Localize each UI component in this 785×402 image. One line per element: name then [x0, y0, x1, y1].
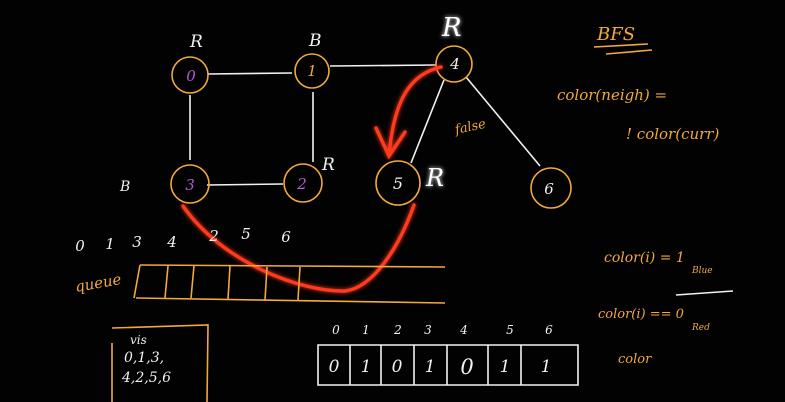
color-zero-overline	[675, 290, 734, 296]
visited-label: vis	[130, 333, 147, 347]
color-one-note: color(i) = 1	[604, 250, 685, 266]
tag-node-0: R	[189, 32, 203, 52]
edge-3-2	[206, 183, 284, 186]
node-0	[171, 56, 209, 94]
color-value: 0	[329, 357, 340, 377]
title-underline	[593, 43, 653, 55]
color-array-box	[317, 344, 579, 386]
color-value: 0	[392, 357, 403, 377]
color-index: 6	[545, 323, 553, 337]
node-6	[530, 167, 572, 209]
color-value: 0	[460, 355, 473, 379]
queue-order-item: 4	[166, 233, 177, 251]
color-index: 5	[506, 323, 514, 337]
color-value: 1	[500, 357, 511, 377]
color-zero-note: color(i) == 0	[598, 307, 684, 322]
tag-node-1: B	[308, 31, 322, 51]
color-index: 0	[332, 323, 340, 337]
rule-line-1: color(neigh) =	[557, 86, 667, 104]
color-label: color	[618, 352, 652, 367]
color-index: 3	[424, 323, 432, 337]
tag-node-3: B	[119, 179, 130, 195]
curve-3-to-5	[181, 203, 416, 293]
visited-line-1: 0,1,3,	[124, 350, 164, 366]
node-1-label: 1	[307, 62, 317, 80]
color-array-indices: 0 1 2 3 4 5 6	[332, 323, 553, 337]
edge-4-5	[410, 79, 445, 164]
edge-1-4	[329, 64, 437, 67]
graph-nodes	[170, 45, 572, 209]
node-1	[294, 53, 330, 89]
node-5-label: 5	[393, 174, 403, 193]
color-index: 4	[459, 323, 468, 337]
color-one-sub: Blue	[691, 266, 713, 276]
color-value: 1	[541, 357, 552, 377]
color-index: 1	[362, 323, 370, 337]
visited-line-2: 4,2,5,6	[121, 370, 171, 386]
visited-box	[111, 324, 209, 402]
color-value: 1	[361, 357, 372, 377]
queue-box	[133, 264, 446, 304]
arrow-head-icon	[374, 126, 407, 160]
queue-order-item: 6	[281, 228, 291, 246]
node-4-label: 4	[449, 55, 460, 73]
color-index: 2	[393, 323, 402, 337]
rule-line-2: ! color(curr)	[626, 125, 719, 143]
queue-label: queue	[74, 270, 123, 296]
node-2-label: 2	[296, 175, 307, 193]
color-array-values: 0 1 0 1 0 1 1	[329, 355, 552, 379]
queue-order-item: 3	[132, 233, 142, 251]
color-zero-sub: Red	[691, 323, 710, 333]
highlight-strokes	[181, 65, 443, 293]
node-2	[283, 163, 323, 203]
queue-order-item: 5	[241, 225, 251, 243]
node-0-label: 0	[186, 67, 196, 85]
false-annotation: false	[453, 117, 488, 138]
queue-order-item: 0	[75, 237, 85, 255]
queue-order-item: 2	[208, 227, 219, 245]
tag-node-5: R	[425, 164, 444, 192]
node-5	[375, 160, 421, 206]
tag-node-4: R	[441, 13, 462, 43]
node-4	[435, 45, 473, 83]
queue-order: 0 1 3 4 2 5 6	[75, 225, 291, 255]
tag-node-2: R	[321, 155, 335, 175]
node-6-label: 6	[544, 180, 554, 198]
node-3-label: 3	[185, 176, 195, 194]
arrow-4-to-5	[387, 65, 443, 157]
node-3	[170, 164, 210, 204]
queue-order-item: 1	[105, 235, 115, 253]
notes-title: BFS	[596, 24, 635, 45]
graph-edges	[189, 64, 541, 186]
color-value: 1	[425, 357, 436, 377]
edge-0-1	[207, 72, 293, 75]
edge-4-6	[465, 76, 541, 167]
